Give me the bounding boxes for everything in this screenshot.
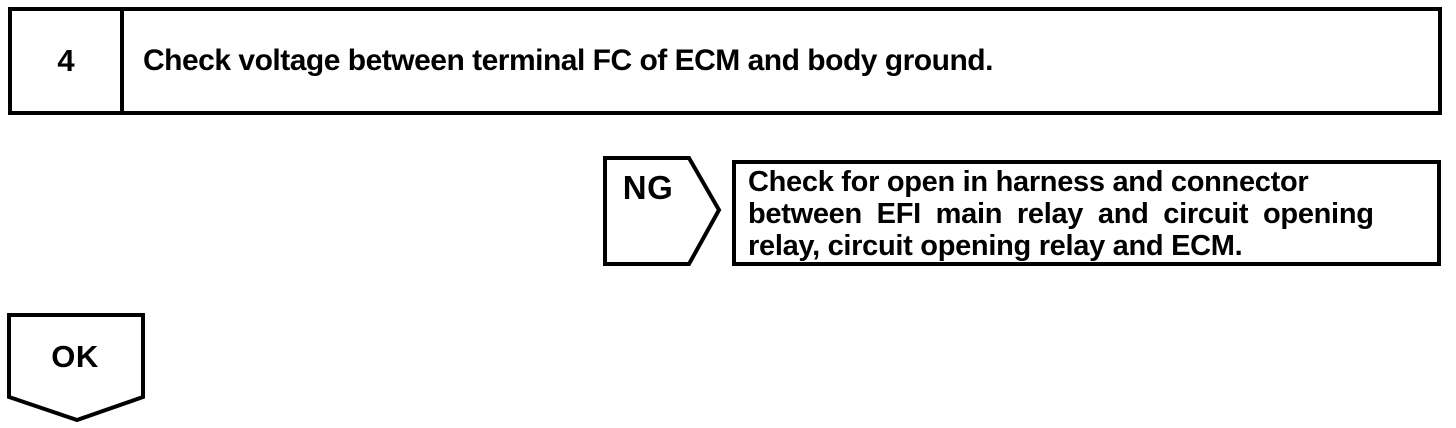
ng-result-box: Check for open in harness and connector …: [732, 160, 1441, 266]
ok-arrow-down-icon: [7, 313, 145, 423]
ng-result-line: relay, circuit opening relay and ECM.: [748, 230, 1243, 262]
ng-arrow-right-icon: [603, 156, 722, 266]
step-box: 4 Check voltage between terminal FC of E…: [8, 7, 1442, 115]
ng-connector: NG: [603, 156, 723, 266]
ng-result-line: Check for open in harness and connector: [748, 166, 1309, 198]
ng-label: NG: [622, 169, 674, 206]
ok-label: OK: [51, 339, 99, 374]
step-title: Check voltage between terminal FC of ECM…: [143, 44, 993, 77]
step-number: 4: [12, 11, 124, 111]
ok-connector: OK: [7, 313, 147, 423]
ng-result-line: between EFI main relay and circuit openi…: [748, 198, 1374, 230]
